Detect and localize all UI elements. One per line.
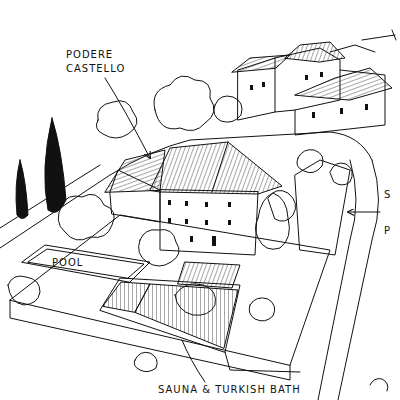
building-label: PODERE CASTELLO — [66, 48, 138, 75]
main-building-roof — [150, 142, 282, 194]
pool-outline — [22, 245, 150, 282]
cypress-tree — [16, 160, 28, 219]
leader-line — [105, 78, 150, 158]
farmhouse-roof — [232, 55, 290, 72]
pergola — [178, 262, 240, 288]
farmhouse-roof — [330, 45, 375, 52]
turkish-bath-roof — [135, 284, 238, 348]
road — [338, 160, 379, 400]
cut-off-label: P — [384, 224, 398, 238]
road — [318, 160, 356, 400]
road-mark — [362, 30, 396, 40]
leader-arrow — [348, 212, 380, 213]
pool-water-edge — [28, 249, 144, 278]
farmhouse-roof — [285, 42, 345, 62]
sauna-outline — [100, 278, 240, 352]
building-label: SAUNA & TURKISH BATH — [158, 383, 394, 397]
area-label: POOL — [52, 256, 102, 270]
main-building-wall — [160, 190, 258, 255]
roof-ridge — [212, 142, 228, 192]
tree-canopies — [8, 76, 388, 391]
parking-area — [295, 160, 350, 255]
site-terrace — [10, 215, 330, 365]
path — [225, 352, 300, 372]
cut-off-label: S — [384, 188, 398, 202]
cypress-tree — [45, 118, 66, 212]
farmhouse-roof — [295, 68, 392, 100]
leader-line — [182, 340, 205, 382]
